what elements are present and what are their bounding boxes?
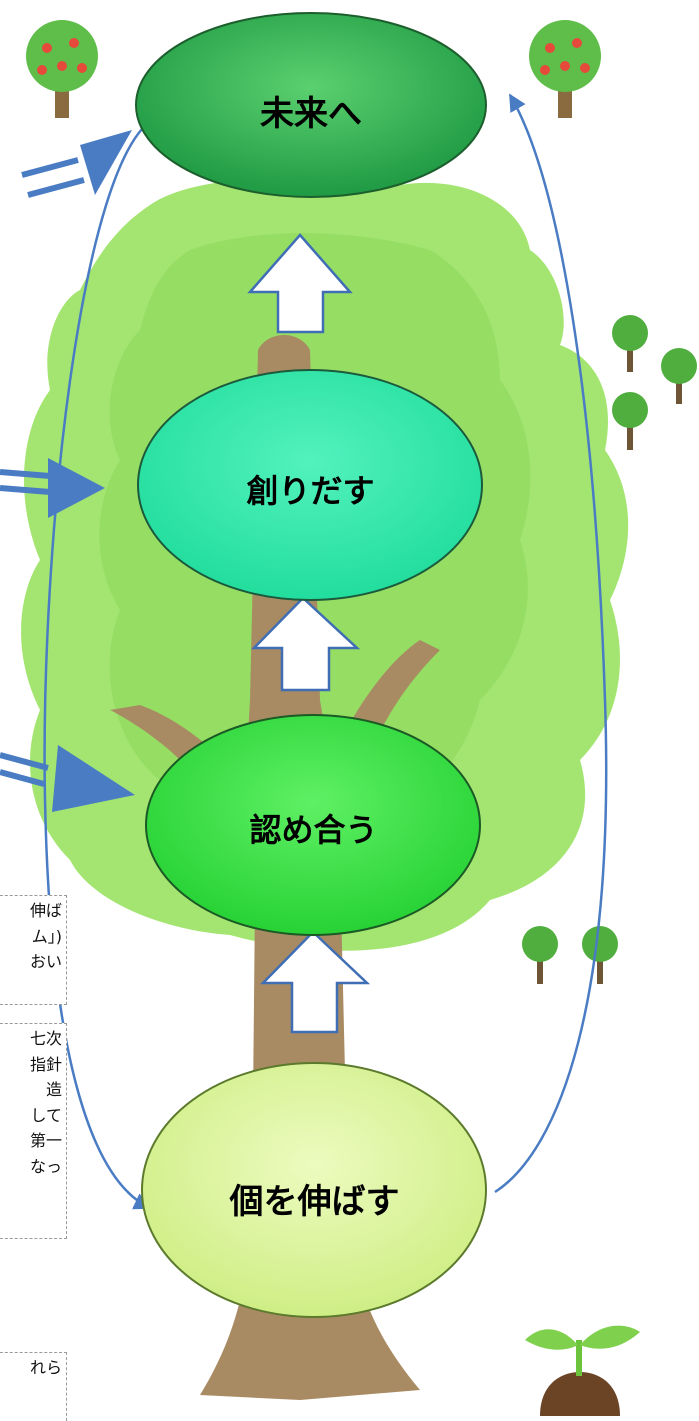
side-text-line: 第一 [29,1131,62,1151]
cycle-connector-left [43,116,156,1210]
side-text-line: 造 [45,1080,62,1100]
side-text-line: れら [29,1358,62,1377]
apple-tree-icon [529,20,601,118]
side-text-line: 伸ば [29,901,62,920]
small-tree-icon [522,315,697,984]
sprout-icon [525,1325,640,1416]
side-text-line: おい [29,952,62,972]
side-text-line: ム」) [31,926,62,946]
pointer-arrow-accept [0,745,135,812]
side-text-line: なっ [29,1156,62,1176]
side-text-line: 指針 [29,1054,62,1074]
up-arrow-icon [247,233,353,334]
node-create [137,369,483,601]
side-text-box-a: 伸ば ム」) おい [0,895,67,1005]
side-text-line: 七次 [29,1029,62,1048]
side-text-box-b: 七次 指針 造 して 第一 なっ [0,1023,67,1239]
node-accept [145,714,481,936]
side-text-line: して [30,1105,62,1125]
pointer-arrow-future [21,130,132,198]
up-arrow-icon [260,930,371,1034]
up-arrow-icon [251,596,361,692]
node-future [135,12,487,198]
apple-tree-icon [26,20,98,118]
node-grow [141,1062,487,1318]
cycle-connector-right [494,93,608,1194]
side-text-box-c: れら [0,1352,67,1421]
pointer-arrow-create [0,458,105,518]
